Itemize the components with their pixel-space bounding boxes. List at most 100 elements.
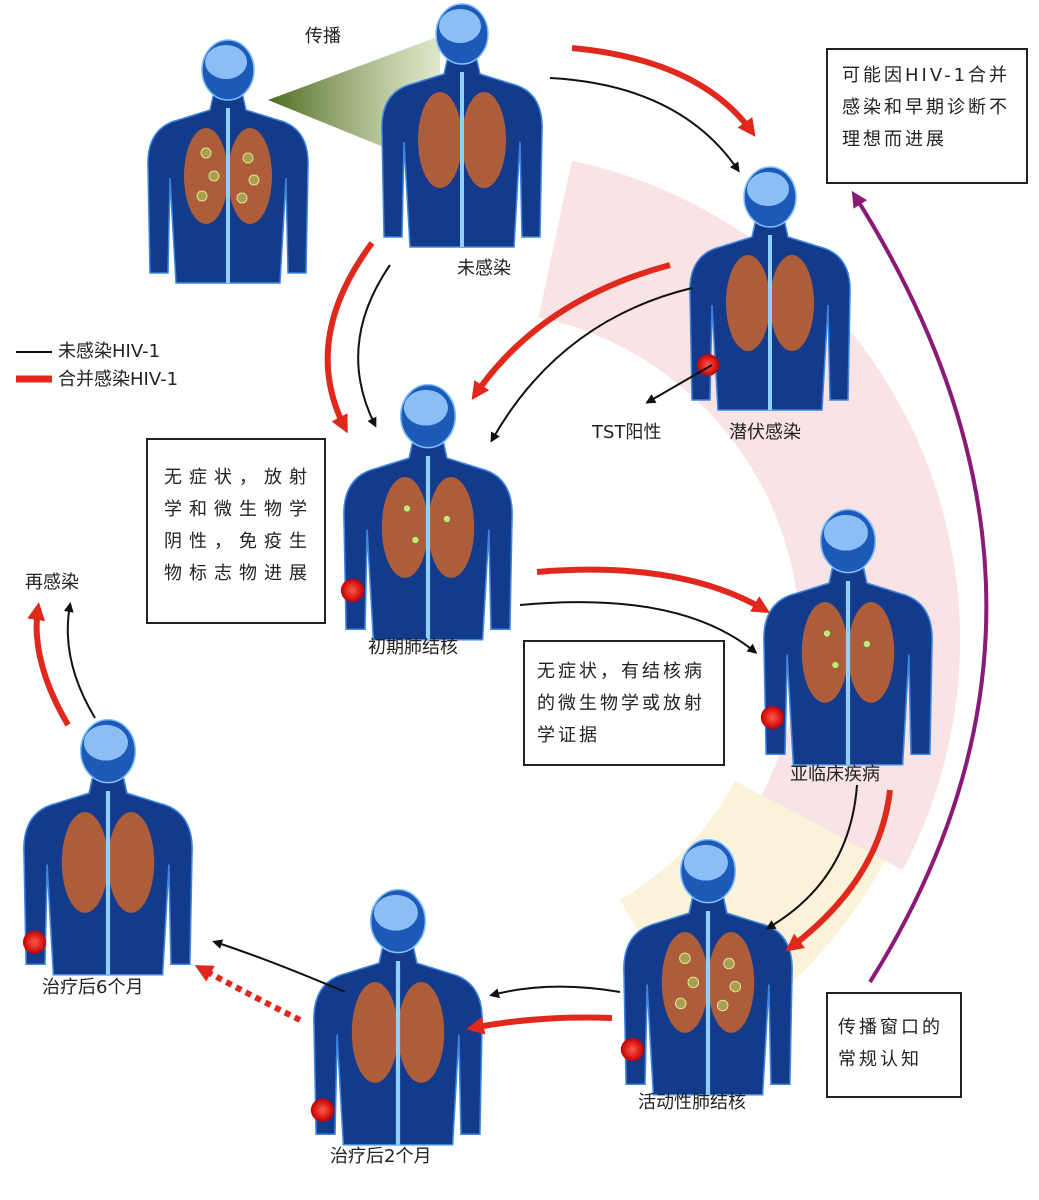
left-lung xyxy=(61,812,108,913)
tst-reaction-dot xyxy=(310,1098,334,1122)
figure-early-tb xyxy=(340,383,513,641)
box-hiv-progression: 可能因HIV-1合并 感染和早期诊断不 理想而进展 xyxy=(826,48,1028,184)
box-line: 常规认知 xyxy=(838,1049,922,1070)
lung-lesion xyxy=(236,192,248,204)
tst-reaction-dot xyxy=(760,705,784,730)
box-subclinical-description: 无症状，有结核病 的微生物学或放射 学证据 xyxy=(523,640,725,766)
right-lung xyxy=(228,128,272,224)
box-line: 感染和早期诊断不 xyxy=(842,97,1010,118)
lung-lesion xyxy=(729,980,742,993)
legend-label: 未感染HIV-1 xyxy=(58,341,161,362)
lung-lesion xyxy=(687,976,700,989)
lung-lesion xyxy=(679,952,691,965)
figure-uninfected xyxy=(381,3,543,248)
arrow-latent-to-tst xyxy=(645,364,713,404)
box-line: 无症状，有结核病 xyxy=(537,661,705,682)
label-transmission: 传播 xyxy=(305,26,341,47)
arrow-6mo-to-reinfection xyxy=(63,602,96,719)
arrow-uninfected-to-latent-coinfected xyxy=(571,45,756,137)
right-lung xyxy=(708,932,755,1033)
legend-item-coinfected-hiv: 合并感染HIV-1 xyxy=(58,366,178,394)
legend-item-uninfected-hiv: 未感染HIV-1 xyxy=(58,338,178,366)
arrow-early-to-subclinical xyxy=(519,601,758,654)
label-early-tb: 初期肺结核 xyxy=(368,637,458,658)
lung-lesion xyxy=(242,152,254,164)
right-lung xyxy=(398,982,445,1083)
lung-lesion xyxy=(716,999,729,1012)
brain-icon xyxy=(683,844,728,881)
lung-lesion xyxy=(200,147,212,159)
lung-spot xyxy=(412,536,419,544)
lung-spot xyxy=(823,630,831,637)
label-subclinical: 亚临床疾病 xyxy=(790,764,880,785)
label-reinfection: 再感染 xyxy=(25,572,79,593)
right-lung xyxy=(462,92,506,188)
label-tst-positive: TST阳性 xyxy=(592,422,662,443)
right-lung xyxy=(428,477,475,578)
box-line: 无症状，放射 xyxy=(164,467,314,488)
lung-lesion xyxy=(248,174,260,186)
figure-active-tb xyxy=(620,838,793,1096)
lung-spot xyxy=(832,661,839,669)
arrow-2mo-to-6mo xyxy=(212,939,346,993)
left-lung xyxy=(661,932,708,1033)
left-lung xyxy=(726,255,770,351)
label-uninfected: 未感染 xyxy=(457,258,511,279)
lung-spot xyxy=(403,505,411,512)
arrow-latent-to-early xyxy=(490,287,693,443)
box-line: 传播窗口的 xyxy=(838,1017,943,1038)
brain-icon xyxy=(403,389,448,426)
label-latent-infection: 潜伏感染 xyxy=(729,422,801,443)
right-lung xyxy=(848,602,895,703)
arrow-early-to-subclinical-coinfected xyxy=(536,566,771,614)
arrow-hiv-progression xyxy=(851,190,989,984)
box-line: 的微生物学或放射 xyxy=(537,693,705,714)
box-line: 学和微生物学 xyxy=(164,499,314,520)
figure-after-2-months xyxy=(310,888,483,1146)
arrow-2mo-to-6mo-coinfected-dashed xyxy=(194,965,302,1023)
legend-label: 合并感染HIV-1 xyxy=(58,369,179,390)
box-early-description: 无症状，放射 学和微生物学 阴性，免疫生 物标志物进展 xyxy=(146,438,326,624)
arrow-active-to-2mo-coinfected xyxy=(466,1014,613,1035)
left-lung xyxy=(418,92,462,188)
brain-icon xyxy=(823,514,868,551)
arrow-active-to-2mo xyxy=(489,985,621,999)
arrow-uninfected-to-early-coinfected xyxy=(324,241,375,434)
box-line: 理想而进展 xyxy=(842,129,947,150)
brain-icon xyxy=(83,724,128,761)
box-line: 物标志物进展 xyxy=(164,563,314,584)
left-lung xyxy=(381,477,428,578)
brain-icon xyxy=(205,45,247,79)
arrow-latent-to-early-coinfected xyxy=(471,262,671,400)
lung-lesion xyxy=(208,170,220,182)
right-lung xyxy=(770,255,814,351)
figure-transmitter xyxy=(147,39,309,284)
brain-icon xyxy=(373,894,418,931)
brain-icon xyxy=(747,172,789,206)
brain-icon xyxy=(439,9,481,43)
lung-spot xyxy=(863,640,871,648)
figure-after-6-months xyxy=(22,718,193,976)
box-line: 可能因HIV-1合并 xyxy=(842,65,1011,86)
tst-reaction-dot xyxy=(620,1038,644,1062)
lung-spot xyxy=(443,515,451,523)
label-active-tb: 活动性肺结核 xyxy=(638,1092,746,1113)
figure-subclinical xyxy=(760,508,933,766)
label-after-2-months: 治疗后2个月 xyxy=(330,1146,432,1167)
arrow-uninfected-to-early xyxy=(357,264,391,428)
arrow-subclinical-to-active xyxy=(765,784,858,930)
figure-latent xyxy=(689,166,851,411)
left-lung xyxy=(801,602,848,703)
tst-reaction-dot xyxy=(340,578,364,602)
tst-reaction-dot xyxy=(22,930,47,954)
left-lung xyxy=(351,982,398,1083)
box-line: 学证据 xyxy=(537,725,600,746)
arrow-uninfected-to-latent xyxy=(549,77,740,173)
arrow-6mo-to-reinfection-coinfected xyxy=(27,602,71,727)
legend: 未感染HIV-1 合并感染HIV-1 xyxy=(58,338,178,394)
lung-lesion xyxy=(723,957,735,970)
label-after-6-months: 治疗后6个月 xyxy=(42,977,144,998)
box-transmission-window: 传播窗口的 常规认知 xyxy=(826,992,962,1098)
